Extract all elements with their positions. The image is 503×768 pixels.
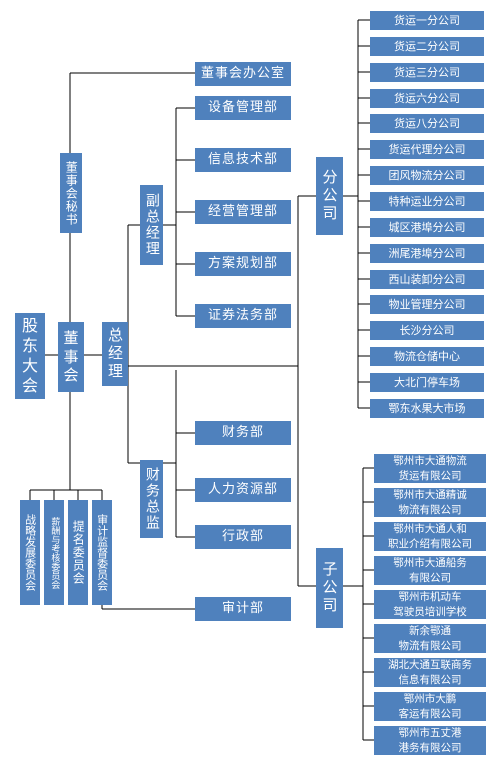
- board-label: 董事会: [63, 328, 79, 385]
- subsidiary-item: 鄂州市大通物流 货运有限公司: [374, 454, 486, 483]
- branch-item: 团风物流分公司: [370, 166, 484, 185]
- dept-equipment-box: 设备管理部: [195, 96, 291, 120]
- committee-audit-label: 审计监督委员会: [95, 514, 109, 591]
- shareholders-box: 股东大会: [15, 313, 45, 399]
- board-secretary-label: 董事会秘书: [64, 160, 79, 226]
- dept-it-box: 信息技术部: [195, 148, 291, 172]
- subsidiary-item: 鄂州市大通精诚 物流有限公司: [374, 488, 486, 517]
- dept-audit-label: 审计部: [221, 601, 264, 617]
- subsidiary-item: 鄂州市大通船务 有限公司: [374, 556, 486, 585]
- committee-strategy-box: 战略发展委员会: [20, 500, 40, 605]
- dept-finance-box: 财务部: [195, 421, 291, 445]
- dept-equipment-label: 设备管理部: [207, 100, 278, 116]
- branch-item: 物业管理分公司: [370, 295, 484, 314]
- branch-label: 分公司: [320, 169, 339, 223]
- dept-admin-label: 行政部: [221, 529, 264, 545]
- branch-item: 货运六分公司: [370, 89, 484, 108]
- branch-item: 特种运业分公司: [370, 192, 484, 211]
- dept-securities-legal-label: 证券法务部: [207, 308, 278, 324]
- dept-finance-label: 财务部: [221, 425, 264, 441]
- branch-item: 西山装卸分公司: [370, 270, 484, 289]
- branch-item: 货运三分公司: [370, 63, 484, 82]
- dept-planning-box: 方案规划部: [195, 252, 291, 276]
- committee-compensation-label: 薪酬与考核委员会: [49, 516, 60, 589]
- subsidiary-item: 湖北大通互联商务 信息有限公司: [374, 658, 486, 687]
- branch-item: 洲尾港埠分公司: [370, 244, 484, 263]
- committee-nomination-box: 提名委员会: [68, 500, 88, 605]
- dept-admin-box: 行政部: [195, 525, 291, 549]
- finance-director-box: 财务总监: [140, 460, 163, 538]
- branch-item: 货运二分公司: [370, 37, 484, 56]
- branch-item: 货运一分公司: [370, 11, 484, 30]
- board-office-label: 董事会办公室: [200, 66, 285, 82]
- branch-item: 货运八分公司: [370, 114, 484, 133]
- branch-item: 大北门停车场: [370, 373, 484, 392]
- committee-compensation-box: 薪酬与考核委员会: [44, 500, 64, 605]
- deputy-gm-box: 副总经理: [140, 185, 163, 265]
- board-secretary-box: 董事会秘书: [60, 153, 82, 233]
- dept-operations-box: 经营管理部: [195, 200, 291, 224]
- committee-audit-box: 审计监督委员会: [92, 500, 112, 605]
- general-manager-box: 总经理: [102, 322, 128, 386]
- branch-item: 长沙分公司: [370, 321, 484, 340]
- branch-item: 物流仓储中心: [370, 347, 484, 366]
- branch-label-box: 分公司: [316, 157, 343, 235]
- branch-item: 货运代理分公司: [370, 140, 484, 159]
- general-manager-label: 总经理: [106, 327, 124, 381]
- dept-hr-box: 人力资源部: [195, 478, 291, 502]
- board-box: 董事会: [58, 322, 84, 392]
- committee-strategy-label: 战略发展委员会: [23, 514, 37, 591]
- branch-item: 鄂东水果大市场: [370, 399, 484, 418]
- subsidiary-item: 新余鄂通 物流有限公司: [374, 624, 486, 653]
- dept-securities-legal-box: 证券法务部: [195, 304, 291, 328]
- dept-hr-label: 人力资源部: [207, 482, 278, 498]
- dept-it-label: 信息技术部: [207, 152, 278, 168]
- board-office-box: 董事会办公室: [195, 62, 291, 86]
- subsidiary-item: 鄂州市大鹏 客运有限公司: [374, 692, 486, 721]
- subsidiary-item: 鄂州市机动车 驾驶员培训学校: [374, 590, 486, 619]
- branch-item: 城区港埠分公司: [370, 218, 484, 237]
- shareholders-label: 股东大会: [21, 316, 38, 395]
- subsidiary-item: 鄂州市大通人和 职业介绍有限公司: [374, 522, 486, 551]
- deputy-gm-label: 副总经理: [143, 193, 160, 257]
- dept-audit-box: 审计部: [195, 597, 291, 621]
- dept-operations-label: 经营管理部: [207, 204, 278, 220]
- subsidiary-label: 子公司: [320, 561, 339, 615]
- subsidiary-item: 鄂州市五丈港 港务有限公司: [374, 726, 486, 755]
- committee-nomination-label: 提名委员会: [71, 520, 86, 585]
- finance-director-label: 财务总监: [143, 467, 160, 531]
- subsidiary-label-box: 子公司: [316, 548, 343, 628]
- dept-planning-label: 方案规划部: [207, 256, 278, 272]
